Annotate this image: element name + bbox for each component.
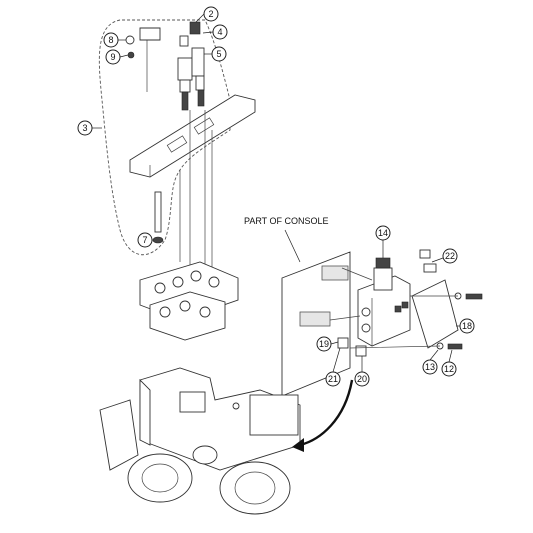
svg-text:2: 2 [208,9,213,19]
callout-21: 21 [325,347,341,387]
solenoid-right [189,21,205,107]
svg-text:3: 3 [82,123,87,133]
svg-text:22: 22 [445,251,455,261]
callout-12: 12 [441,349,457,377]
svg-text:9: 9 [110,52,115,62]
detail-arrow [292,379,354,452]
svg-text:20: 20 [357,374,367,384]
svg-text:14: 14 [378,228,388,238]
machine-body [99,367,301,515]
mounting-plate [129,94,256,178]
console-lines [329,267,458,349]
svg-text:4: 4 [217,27,222,37]
fittings [337,249,483,357]
callout-8: 8 [103,32,126,48]
console-label: PART OF CONSOLE [244,216,329,226]
svg-text:19: 19 [319,339,329,349]
callout-22: 22 [431,248,458,264]
callout-4: 4 [202,24,228,40]
connecting-lines [179,110,213,270]
svg-text:5: 5 [216,49,221,59]
control-lever [125,27,161,92]
callout-2: 2 [195,6,219,23]
callout-14: 14 [375,225,391,258]
console-panel [281,251,351,397]
svg-text:13: 13 [425,362,435,372]
svg-text:8: 8 [108,35,113,45]
callout-20: 20 [354,356,370,387]
callout-18: 18 [456,318,475,334]
callout-5: 5 [204,46,227,62]
rod-assembly [152,191,164,244]
svg-text:21: 21 [328,374,338,384]
svg-text:12: 12 [444,364,454,374]
callout-13: 13 [422,349,439,375]
valve-bank [139,261,239,341]
solenoid-left [177,35,193,111]
callout-3: 3 [77,120,102,136]
callout-9: 9 [105,49,129,65]
callout-19: 19 [316,336,339,352]
svg-text:18: 18 [462,321,472,331]
callout-7: 7 [137,232,153,248]
svg-text:7: 7 [142,235,147,245]
valve-block [357,257,411,347]
console-label-leader [284,229,301,263]
cover-plate [411,279,459,349]
